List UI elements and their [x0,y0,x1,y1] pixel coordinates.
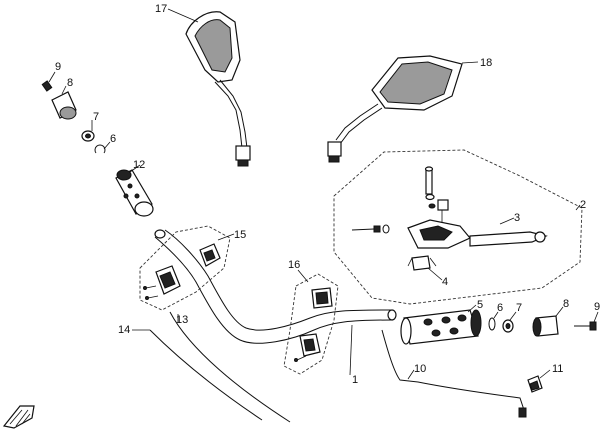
callout-9-left: 9 [55,61,61,73]
callout-6-left: 6 [110,133,116,145]
right-switch-assembly[interactable] [283,273,339,375]
handlebar[interactable] [154,229,397,344]
left-bar-end-screw[interactable] [41,80,53,92]
brake-hose[interactable] [381,329,527,418]
callout-14: 14 [118,324,130,336]
callout-11: 11 [552,363,563,375]
right-mirror[interactable] [327,55,463,163]
left-ring[interactable] [94,144,106,154]
callout-7-left: 7 [93,111,99,123]
left-grip[interactable] [115,169,154,217]
callout-17: 17 [155,3,167,15]
callout-1: 1 [352,374,358,386]
front-arrow-icon [2,405,35,429]
callout-12: 12 [133,159,145,171]
left-switch-assembly[interactable] [139,225,231,311]
callout-10: 10 [414,363,426,375]
callout-6-right: 6 [497,302,503,314]
brake-master-cylinder-group[interactable] [333,149,583,305]
left-bar-end-weight[interactable] [51,91,77,120]
clutch-cable[interactable] [149,329,263,421]
callout-2: 2 [580,199,586,211]
left-spacer[interactable] [81,130,95,142]
right-ring[interactable] [488,317,496,331]
hose-clamp[interactable] [527,375,543,393]
callout-8-left: 8 [67,77,73,89]
callout-9-right: 9 [594,301,600,313]
callout-8-right: 8 [563,298,569,310]
right-bar-end-weight[interactable] [532,315,559,337]
callout-18: 18 [480,57,492,69]
callout-7-right: 7 [516,302,522,314]
callout-15: 15 [234,229,246,241]
left-mirror[interactable] [185,11,251,167]
callout-3: 3 [514,212,520,224]
right-spacer[interactable] [502,319,514,333]
throttle-cable[interactable] [169,311,291,423]
callout-5: 5 [477,299,483,311]
right-bar-end-screw[interactable] [574,321,597,331]
callout-16: 16 [288,259,300,271]
callout-13: 13 [176,314,188,326]
right-grip[interactable] [400,309,482,345]
callout-4: 4 [442,276,448,288]
